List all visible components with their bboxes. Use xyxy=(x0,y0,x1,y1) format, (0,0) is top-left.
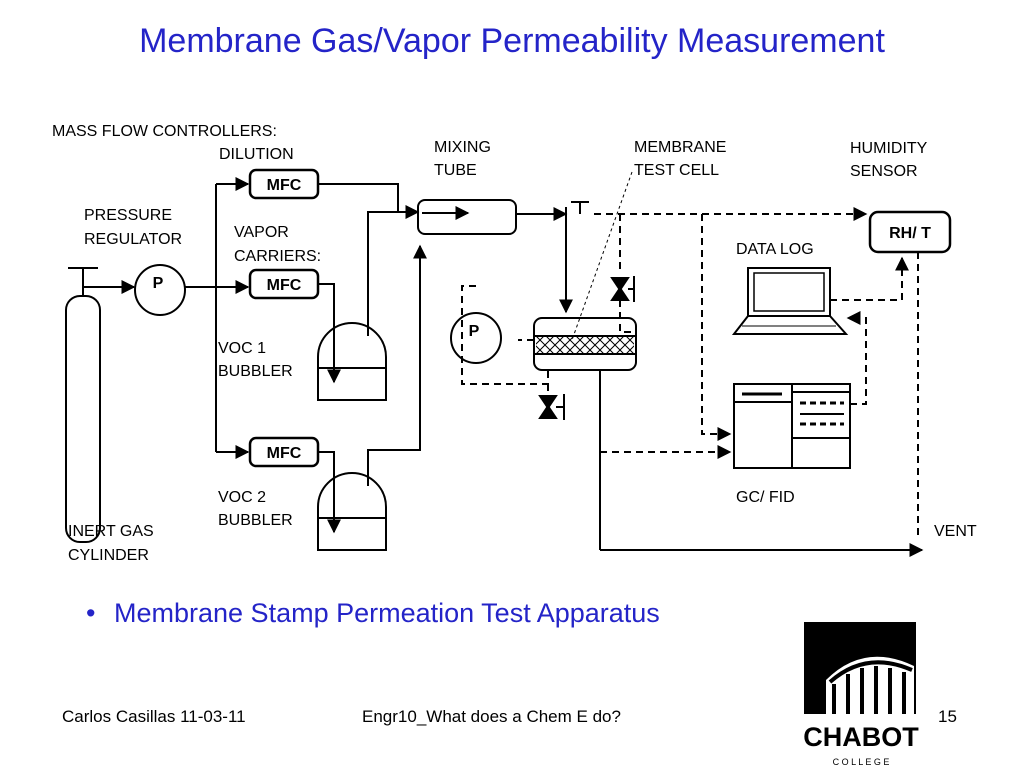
data-log-label: DATA LOG xyxy=(736,241,814,258)
voc2-label-2: BUBBLER xyxy=(218,512,293,529)
pressure-regulator-gauge xyxy=(134,264,186,316)
voc1-label-2: BUBBLER xyxy=(218,363,293,380)
flow-line xyxy=(367,244,427,486)
mixing-tube-label: MIXING xyxy=(434,139,491,156)
rh-t-sensor-box xyxy=(868,210,952,254)
inert-gas-label: INERT GAS xyxy=(68,523,154,540)
footer-course: Engr10_What does a Chem E do? xyxy=(362,707,621,726)
voc1-label: VOC 1 xyxy=(218,340,266,357)
mfc-voc1-text: MFC xyxy=(267,277,302,294)
sample-valve-upper xyxy=(610,277,630,292)
membrane-leader-line xyxy=(571,171,633,341)
slide-title: Membrane Gas/Vapor Permeability Measurem… xyxy=(139,22,885,60)
bullet-text: Membrane Stamp Permeation Test Apparatus xyxy=(114,598,660,628)
rh-t-text: RH/ T xyxy=(889,225,931,242)
logo-name: CHABOT xyxy=(803,722,919,752)
dilution-label: DILUTION xyxy=(219,146,294,163)
cell-pressure-gauge xyxy=(450,312,502,364)
footer-page-number: 15 xyxy=(938,707,957,726)
voc1-bubbler xyxy=(317,322,387,401)
mass-flow-controllers-label: MASS FLOW CONTROLLERS: xyxy=(52,123,277,140)
mixing-tube xyxy=(417,199,517,235)
footer-author-date: Carlos Casillas 11-03-11 xyxy=(62,707,246,726)
sample-valve-lower xyxy=(538,395,558,410)
mfc-dilution-text: MFC xyxy=(267,177,302,194)
voc2-label: VOC 2 xyxy=(218,489,266,506)
flow-line xyxy=(318,451,341,534)
membrane-cell-label-2: TEST CELL xyxy=(634,162,719,179)
permeation-apparatus-diagram: MASS FLOW CONTROLLERS: DILUTION PRESSURE… xyxy=(52,123,977,564)
pressure-regulator-label: PRESSURE xyxy=(84,207,172,224)
pressure-regulator-p-text: P xyxy=(153,275,164,292)
humidity-sensor-label: HUMIDITY xyxy=(850,140,928,157)
bullet-item: • Membrane Stamp Permeation Test Apparatu… xyxy=(86,598,660,629)
flow-line xyxy=(318,183,420,219)
mixing-tube-label-2: TUBE xyxy=(434,162,477,179)
voc2-bubbler xyxy=(317,472,387,551)
logo-subtitle: C O L L E G E xyxy=(833,757,890,767)
data-log-laptop xyxy=(731,267,849,335)
vapor-carriers-label-2: CARRIERS: xyxy=(234,248,321,265)
membrane-cell-label: MEMBRANE xyxy=(634,139,726,156)
humidity-sensor-label-2: SENSOR xyxy=(850,163,918,180)
vapor-carriers-label: VAPOR xyxy=(234,224,289,241)
vent-label: VENT xyxy=(934,523,977,540)
chabot-college-logo: CHABOT C O L L E G E xyxy=(803,622,919,767)
flow-line xyxy=(318,283,341,384)
membrane-test-cell xyxy=(533,317,637,371)
flow-line xyxy=(367,211,418,336)
gc-fid-instrument xyxy=(733,383,851,469)
mfc-voc2-text: MFC xyxy=(267,445,302,462)
gc-fid-label: GC/ FID xyxy=(736,489,795,506)
inert-gas-label-2: CYLINDER xyxy=(68,547,149,564)
pressure-regulator-label-2: REGULATOR xyxy=(84,231,182,248)
inert-gas-cylinder xyxy=(65,267,101,543)
cell-pressure-p-text: P xyxy=(469,323,480,340)
bullet-dot: • xyxy=(86,598,96,628)
